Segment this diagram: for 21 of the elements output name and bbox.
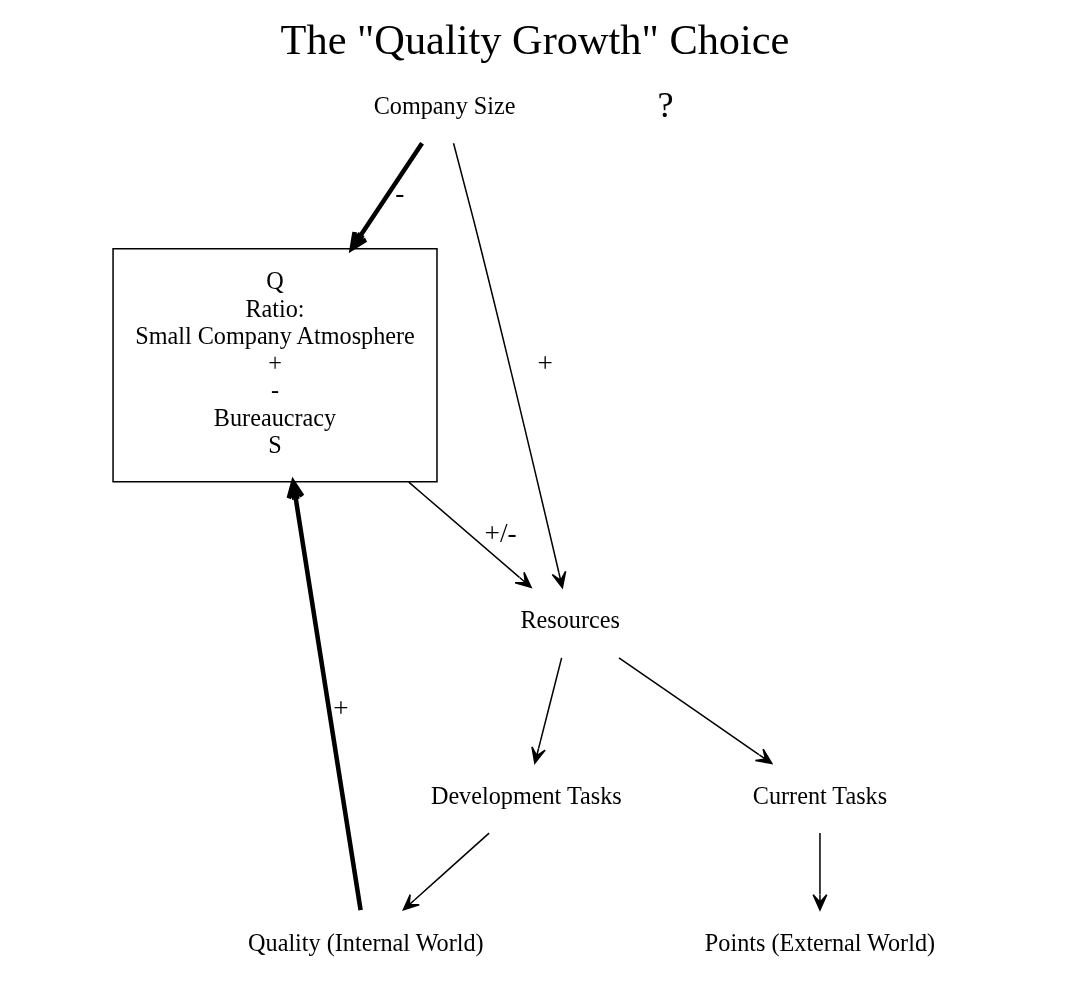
edge-label: + [537, 347, 553, 378]
node-text: Development Tasks [430, 781, 622, 809]
arrow [530, 657, 562, 764]
node-box: Q Ratio: Small Company Atmosphere + - Bureaucracy S [111, 248, 438, 483]
arrow [407, 481, 532, 589]
node-text: Current Tasks [752, 781, 887, 809]
node-text: Quality (Internal World) [247, 928, 484, 956]
label: ? [656, 85, 674, 126]
arrow [349, 142, 424, 251]
edge-label: +/- [484, 517, 517, 548]
node-text: Points (External World) [704, 928, 935, 956]
node-text: Resources [519, 606, 620, 634]
arrow [617, 657, 772, 765]
arrow [402, 832, 490, 911]
arrow [811, 832, 828, 911]
node-text: Company Size [373, 91, 515, 119]
diagram-title: The "Quality Growth" Choice [280, 16, 789, 64]
edge-label: + [332, 693, 349, 724]
arrow [452, 142, 566, 589]
arrow [286, 479, 363, 911]
edge-label: - [394, 178, 404, 209]
